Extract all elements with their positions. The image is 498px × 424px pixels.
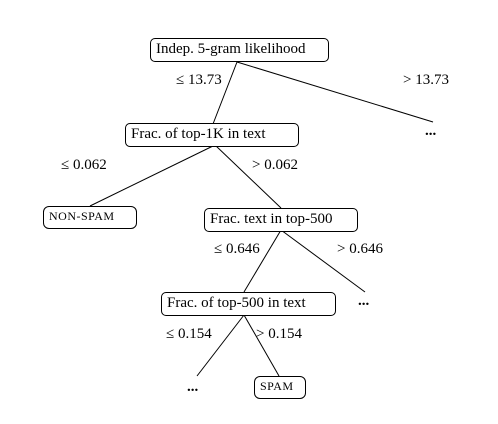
ellipsis-root-right: ... [425, 123, 437, 139]
node-frac-top1k: Frac. of top-1K in text [125, 123, 299, 147]
edge-n2-left [243, 229, 282, 293]
node-root: Indep. 5-gram likelihood [150, 38, 329, 62]
edge-label-n1-left: ≤ 0.062 [61, 157, 107, 173]
edge-label-n3-right: > 0.154 [256, 326, 302, 342]
ellipsis-n2-right: ... [358, 293, 370, 309]
edge-n3-right [243, 314, 280, 377]
edge-root-right [236, 61, 434, 123]
edge-label-root-right: > 13.73 [403, 72, 449, 88]
edge-n2-right [280, 229, 366, 293]
edge-root-left [212, 61, 238, 125]
edge-n3-left [196, 314, 245, 377]
edge-label-n3-left: ≤ 0.154 [166, 326, 212, 342]
ellipsis-n3-left: ... [187, 379, 199, 395]
edge-label-n2-left: ≤ 0.646 [214, 241, 260, 257]
edge-label-n1-right: > 0.062 [252, 157, 298, 173]
node-frac-top500-text: Frac. of top-500 in text [161, 292, 336, 316]
edge-label-root-left: ≤ 13.73 [176, 72, 222, 88]
leaf-non-spam: NON-SPAM [43, 206, 137, 229]
edge-label-n2-right: > 0.646 [337, 241, 383, 257]
edge-n1-right [214, 144, 282, 209]
node-frac-text-top500: Frac. text in top-500 [204, 208, 358, 232]
leaf-spam: SPAM [254, 376, 306, 399]
edge-n1-left [89, 144, 216, 207]
